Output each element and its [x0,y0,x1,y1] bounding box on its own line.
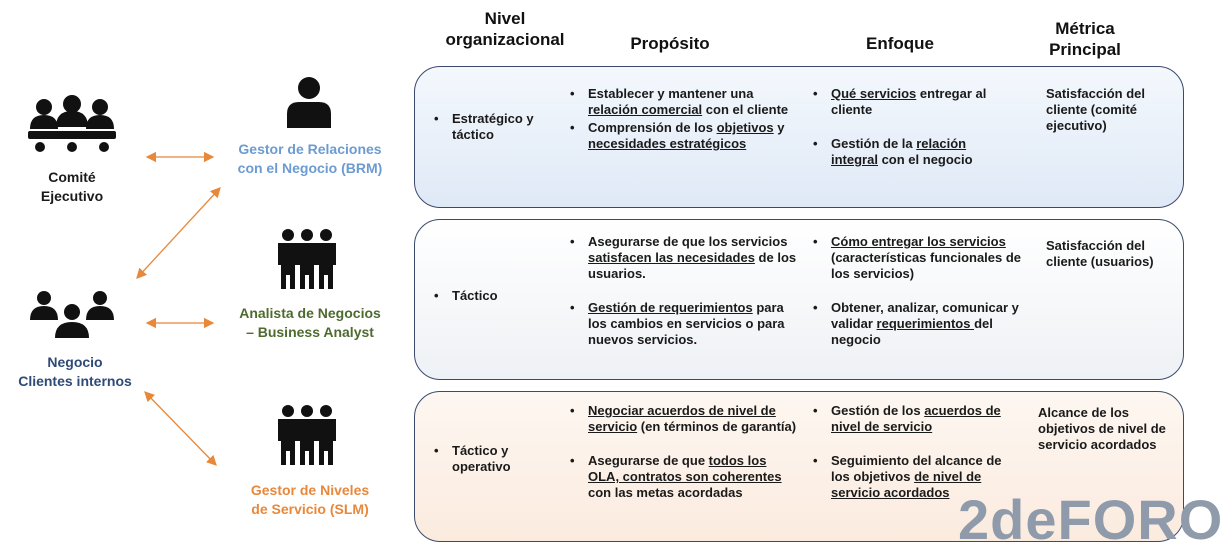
arrow-negocio-brm [136,187,221,279]
ba-enfoque-item-1: Cómo entregar los servicios (característ… [813,234,1027,282]
brm-enfoque-item-2: Gestión de la relación integral con el n… [813,136,1013,168]
person-icon [287,77,331,128]
ba-enfoque-item-2: Obtener, analizar, comunicar y validar r… [813,300,1027,348]
business-group-icon [30,291,114,338]
header-nivel-line2: organizacional [445,30,565,49]
header-enfoque: Enfoque [866,34,934,53]
brm-metrica: Satisfacción del cliente (comité ejecuti… [1046,86,1145,133]
header-proposito: Propósito [630,34,710,53]
brm-enfoque-item-1: Qué servicios entregar al cliente [813,86,1013,118]
ba-enfoque: Cómo entregar los servicios (característ… [813,234,1027,348]
role-slm: Gestor de Niveles de Servicio (SLM) [222,481,398,519]
watermark-logo: 2deFORO [958,488,1223,551]
header-metrica-principal: Métrica Principal [1030,18,1140,60]
arrow-negocio-slm [144,391,217,466]
ba-proposito: Asegurarse de que los servicios satisfac… [570,234,802,348]
ba-proposito-item-2: Gestión de requerimientos para los cambi… [570,300,802,348]
group-negocio: Negocio Clientes internos [0,353,150,391]
executive-committee-icon [28,95,116,152]
ba-nivel: Táctico [434,288,549,304]
ba-nivel-item: Táctico [434,288,549,304]
negocio-line1: Negocio [47,354,103,370]
comite-line2: Ejecutivo [40,188,104,204]
three-persons-icon [278,405,336,465]
header-metrica-line2: Principal [1049,40,1121,59]
brm-enfoque: Qué servicios entregar al cliente Gestió… [813,86,1013,168]
row-panel-slm [414,391,1184,542]
slm-proposito-item-1: Negociar acuerdos de nivel de servicio (… [570,403,798,435]
slm-nivel-item: Táctico y operativo [434,443,549,475]
brm-nivel: Estratégico y táctico [434,111,549,143]
slm-nivel: Táctico y operativo [434,443,549,475]
slm-enfoque-item-2: Seguimiento del alcance de los objetivos… [813,453,1013,501]
header-nivel-line1: Nivel [484,9,526,28]
ba-line2: – Business Analyst [246,324,374,340]
brm-proposito-item-2: Comprensión de los objetivos y necesidad… [570,120,800,152]
slm-line2: de Servicio (SLM) [251,501,369,517]
negocio-line2: Clientes internos [18,373,132,389]
slm-enfoque-item-1: Gestión de los acuerdos de nivel de serv… [813,403,1013,435]
slm-enfoque: Gestión de los acuerdos de nivel de serv… [813,403,1013,501]
brm-nivel-item: Estratégico y táctico [434,111,549,143]
ba-line1: Analista de Negocios [239,305,381,321]
slm-proposito-item-2: Asegurarse de que todos los OLA, contrat… [570,453,798,501]
role-business-analyst: Analista de Negocios – Business Analyst [222,304,398,342]
slm-metrica: Alcance de los objetivos de nivel de ser… [1038,405,1166,452]
slm-line1: Gestor de Niveles [250,482,370,498]
role-brm: Gestor de Relaciones con el Negocio (BRM… [222,140,398,178]
header-nivel-organizacional: Nivel organizacional [440,8,570,50]
three-persons-icon [278,229,336,289]
brm-proposito: Establecer y mantener una relación comer… [570,86,800,152]
brm-line2: con el Negocio (BRM) [237,160,383,176]
header-metrica-line1: Métrica [1055,19,1115,38]
comite-line1: Comité [48,169,96,185]
ba-proposito-item-1: Asegurarse de que los servicios satisfac… [570,234,802,282]
brm-line1: Gestor de Relaciones [238,141,382,157]
slm-proposito: Negociar acuerdos de nivel de servicio (… [570,403,798,501]
ba-metrica: Satisfacción del cliente (usuarios) [1046,238,1154,269]
connector-arrows [136,151,221,466]
brm-proposito-item-1: Establecer y mantener una relación comer… [570,86,800,118]
group-comite-ejecutivo: Comité Ejecutivo [20,168,124,206]
